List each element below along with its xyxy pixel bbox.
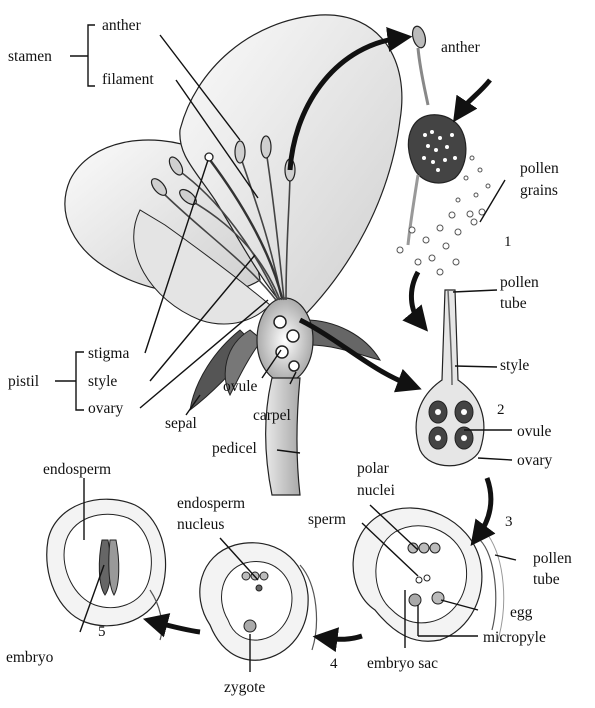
label-zygote: zygote [224, 679, 265, 696]
label-endosperm-nucleus-line1: endosperm [177, 495, 245, 512]
carpel-shape [256, 297, 314, 383]
label-anther: anther [102, 17, 142, 34]
process-arrows [142, 27, 496, 653]
arrow-flower-to-anther [287, 27, 413, 171]
pollen-grains-scatter [396, 155, 491, 276]
leader-lines [55, 24, 517, 672]
petal-lower-left [133, 209, 271, 325]
ovule-2 [286, 329, 300, 343]
pistil-detail [415, 289, 485, 467]
label-style: style [88, 373, 117, 390]
label-ovary-right: ovary [517, 452, 553, 469]
ovule-stage-3 [352, 507, 505, 642]
label-embryo-sac: embryo sac [367, 655, 438, 672]
label-pollen-tube-bottom-line1: pollen [533, 550, 572, 567]
label-carpel: carpel [253, 407, 291, 424]
label-polar-nuclei-line2: nuclei [357, 482, 396, 499]
label-ovule-right: ovule [517, 423, 552, 440]
step-1-number: 1 [504, 234, 512, 250]
label-pollen-tube-top-line2: tube [500, 295, 527, 312]
labels: stamen anther filament anther pollen gra… [6, 17, 572, 696]
arrow-flower-to-pistil [298, 317, 422, 393]
label-style-right: style [500, 357, 529, 374]
label-endosperm: endosperm [43, 461, 111, 478]
label-pollen-tube-top-line1: pollen [500, 274, 539, 291]
label-ovary: ovary [88, 400, 124, 417]
label-stamen: stamen [8, 48, 52, 65]
stigma-shape [204, 152, 214, 162]
label-endosperm-nucleus-line2: nucleus [177, 516, 224, 533]
arrow-anther-down [453, 78, 492, 123]
ovule-stage-5 [46, 498, 167, 641]
label-pollen-grains-line2: grains [520, 182, 558, 199]
label-micropyle: micropyle [483, 629, 546, 646]
label-pollen-tube-bottom-line2: tube [533, 571, 560, 588]
anthers [150, 135, 296, 206]
flower-illustration [64, 14, 403, 496]
label-sepal: sepal [165, 415, 197, 432]
step-2-number: 2 [497, 402, 505, 418]
arrow-stage3-to-4 [312, 627, 363, 653]
sepal-mid-shape [224, 329, 263, 397]
step-4-number: 4 [330, 656, 338, 672]
ovule-4 [288, 360, 300, 372]
ovule-1 [273, 315, 287, 329]
label-polar-nuclei-line1: polar [357, 460, 390, 477]
step-3-number: 3 [505, 514, 513, 530]
label-pistil: pistil [8, 373, 39, 390]
arrow-pistil-to-ovule [470, 477, 496, 547]
label-anther-right: anther [441, 39, 481, 56]
label-stigma: stigma [88, 345, 129, 362]
label-filament: filament [102, 71, 154, 88]
pedicel-shape [264, 377, 301, 496]
sepal-right-shape [304, 319, 382, 361]
label-egg: egg [510, 604, 533, 621]
label-pedicel: pedicel [212, 440, 257, 457]
label-pollen-grains-line1: pollen [520, 160, 559, 177]
label-embryo: embryo [6, 649, 54, 666]
pistil-style-shape [209, 159, 284, 299]
step-5-number: 5 [98, 624, 106, 640]
ovule-stage-4 [199, 542, 318, 661]
label-sperm: sperm [308, 511, 346, 528]
arrow-stage4-to-5 [142, 613, 201, 638]
anther-detail [396, 25, 491, 276]
arrow-pollen-down [402, 270, 428, 332]
ovule-3 [275, 345, 289, 359]
label-ovule: ovule [223, 378, 258, 395]
